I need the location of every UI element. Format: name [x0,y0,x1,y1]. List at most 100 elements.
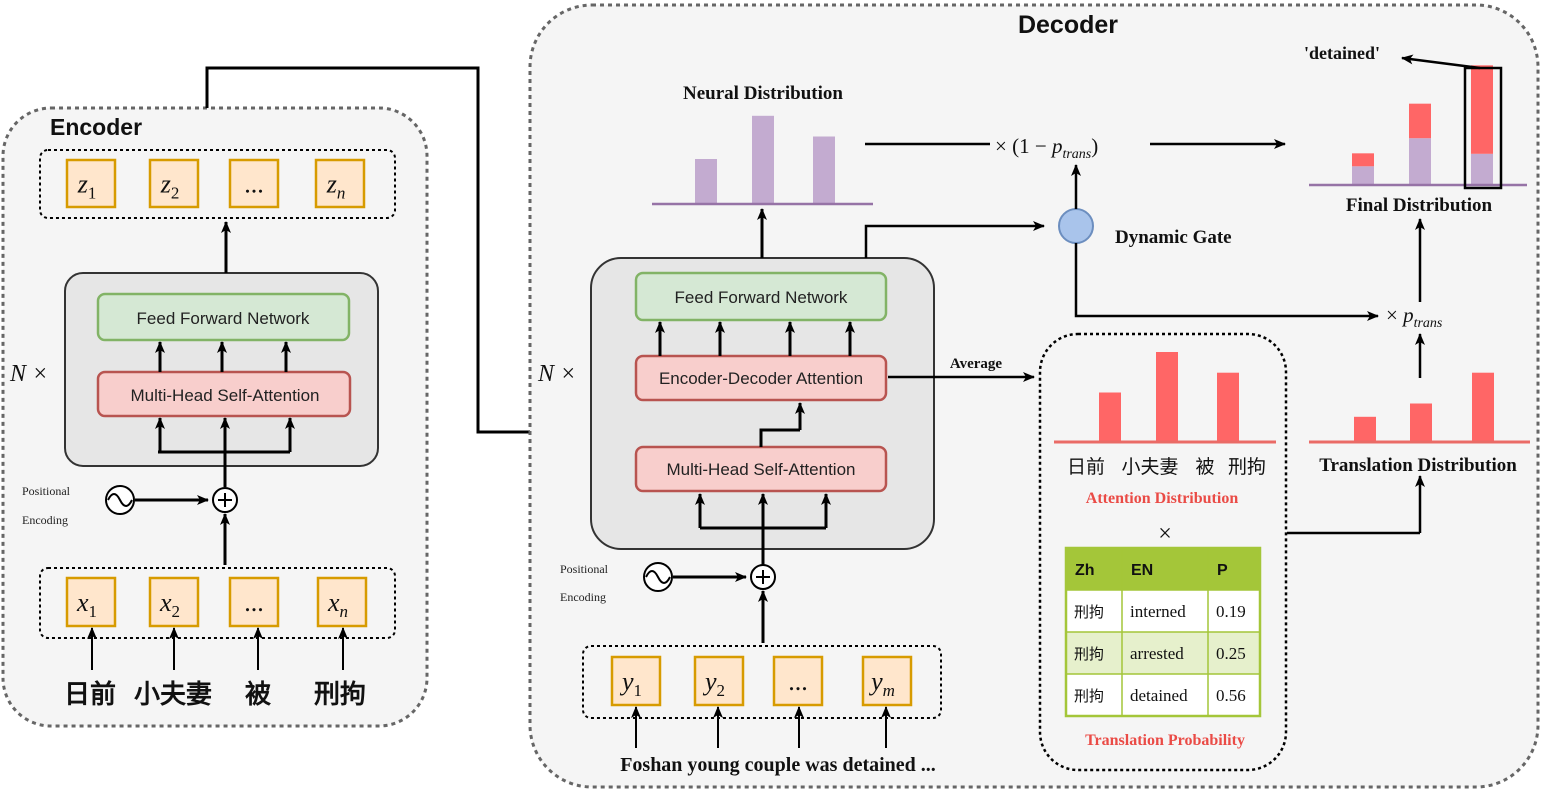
decoder-input-token: y2 [693,655,745,707]
sine-wave-icon [643,562,673,592]
table-cell: 0.25 [1216,644,1246,663]
table-row [1066,590,1260,632]
final-bar-translation-part [1352,153,1374,167]
encoder-output-token: z1 [65,158,117,209]
encoder-pos-label-1: Positional [22,484,71,498]
final-bar-translation-part [1471,65,1493,154]
decoder-container [528,3,1540,789]
encoder-pos-label-2: Encoding [22,513,68,527]
neural-bar [813,136,835,204]
decoder-inputs: y1 y2... ym [610,655,913,748]
encoder-output-token-label: z1 [77,170,97,203]
final-bar-neural-part [1409,138,1431,185]
decoder-input-token: ... [772,655,824,707]
attention-bar [1217,372,1239,442]
table-row [1066,674,1260,716]
encoder-title: Encoder [50,114,142,140]
final-bar [1471,65,1493,185]
decoder-input-token-label: y1 [619,667,642,700]
final-bar-neural-part [1352,166,1374,185]
encoder-output-token-label: zn [326,170,346,203]
encoder-output-token: zn [314,158,366,209]
encoder-input-token: ... [228,576,280,628]
encoder-input-token: x1 [65,576,117,628]
translation-bar [1354,416,1376,442]
encoder-output-token: z2 [148,158,200,209]
final-bar-neural-part [1471,153,1493,185]
table-header-cell: Zh [1075,562,1095,579]
translation-distribution-chart [1354,372,1494,442]
translation-distribution-title: Translation Distribution [1319,455,1517,476]
final-bar-translation-part [1409,103,1431,139]
decoder-input-token: ym [861,655,913,707]
final-bar [1409,103,1431,185]
encoder-output-token-label: z2 [160,170,180,203]
decoder-input-token-label: ym [868,667,895,700]
translation-bar [1472,372,1494,442]
encoder-input-token-label: x2 [159,588,180,621]
neural-bar [752,115,774,204]
attention-word: 日前 [1067,456,1105,478]
table-header-row [1066,548,1260,590]
table-cell: 刑拘 [1074,645,1104,663]
translation-probability-title: Translation Probability [1085,732,1245,749]
decoder-block: Decoder N × Feed Forward Network Encoder… [528,3,1540,789]
attention-bar [1156,352,1178,442]
final-distribution-chart [1352,65,1493,185]
translation-panel [1038,332,1288,772]
decoder-repeat-label: N × [537,361,576,387]
add-icon [212,487,238,513]
encoder-output-token-label: ... [244,170,264,199]
attention-word: 刑拘 [1228,456,1266,478]
attention-distribution-chart [1099,352,1239,442]
encoder-input-group [39,567,396,639]
encoder-input-token: x2 [148,576,200,628]
encoder-source-word: 小夫妻 [134,680,212,710]
encoder-ffn-box [96,292,351,342]
attention-word: 小夫妻 [1121,456,1178,478]
encoder-input-token-label: ... [244,588,264,617]
multiply-symbol: × [1158,521,1172,547]
output-word: 'detained' [1304,43,1380,63]
sine-wave-icon [105,485,135,515]
encoder-attn-label: Multi-Head Self-Attention [131,386,320,405]
decoder-pos-label-2: Encoding [560,590,606,604]
average-label: Average [950,356,1003,372]
decoder-input-token: y1 [610,655,662,707]
attention-distribution-title: Attention Distribution [1086,490,1239,507]
translation-bar [1410,403,1432,442]
decoder-input-group [582,645,942,719]
encoder-outputs: z1 z2... zn [65,158,366,209]
encoder-input-token: xn [316,576,368,628]
decoder-input-sentence: Foshan young couple was detained ... [620,754,936,776]
neural-bar [695,159,717,204]
encoder-source-word: 被 [245,680,271,710]
mult-p-label: × ptrans [1386,303,1443,331]
attention-bar [1099,392,1121,442]
decoder-input-token-label: ... [788,667,808,696]
table-cell: arrested [1130,644,1184,663]
encoder-attn-box [96,370,352,418]
table-cell: 0.56 [1216,686,1246,705]
mult-one-minus-p-label: × (1 − ptrans) [995,134,1098,162]
decoder-self-attn-label: Multi-Head Self-Attention [667,460,856,479]
attention-word: 被 [1195,456,1214,478]
table-cell: 0.19 [1216,602,1246,621]
neural-distribution-chart [695,115,835,204]
decoder-ffn-label: Feed Forward Network [675,288,848,307]
table-row [1066,632,1260,674]
encoder-inputs: x1 x2... xn [65,576,368,628]
table-header-cell: P [1217,562,1228,579]
table-header-cell: EN [1131,562,1153,579]
decoder-title: Decoder [1018,11,1118,39]
decoder-ffn-box [634,271,888,322]
dynamic-gate-node [1058,208,1094,244]
dynamic-gate-label: Dynamic Gate [1115,227,1232,248]
encoder-input-token-label: x1 [76,588,97,621]
decoder-input-token-label: y2 [702,667,725,700]
table-cell: detained [1130,686,1188,705]
table-cell: interned [1130,602,1186,621]
encoder-source-word: 日前 [64,679,116,710]
